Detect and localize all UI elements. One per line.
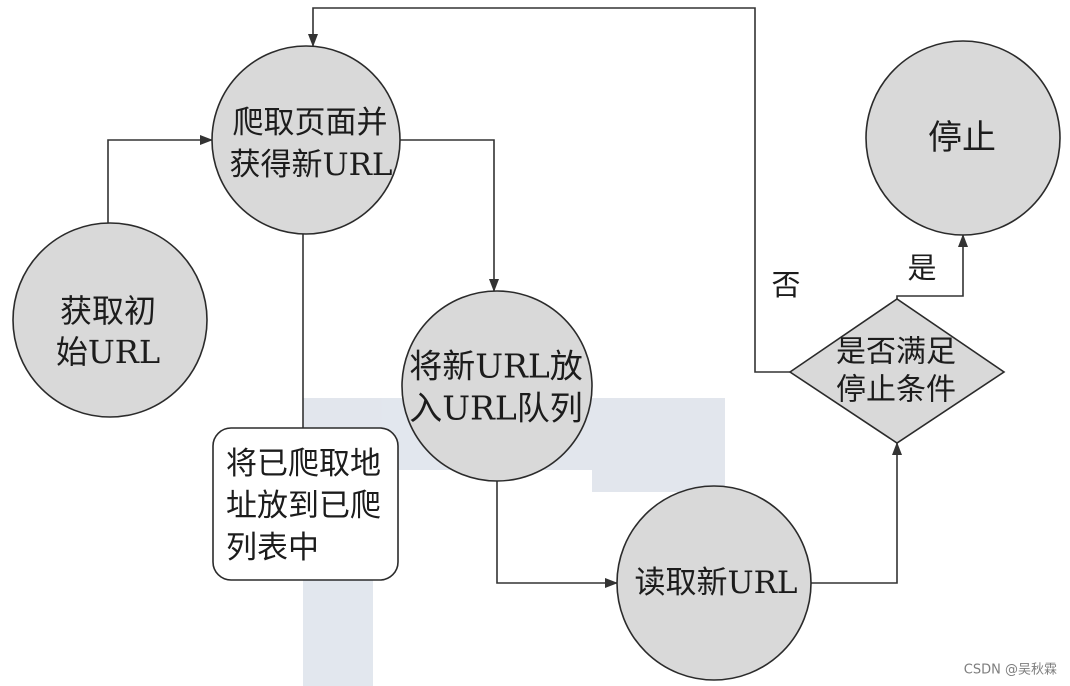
node-record-crawled-box bbox=[212, 427, 399, 581]
node-crawl-page-circle bbox=[211, 45, 401, 235]
credit-watermark: CSDN @吴秋霖 bbox=[964, 663, 1057, 678]
node-enqueue-url-label-line-2: 入URL队列 bbox=[409, 389, 583, 428]
node-read-new-url-label: 读取新URL bbox=[634, 565, 797, 601]
node-crawl-page-label-line-1: 爬取页面并 bbox=[233, 105, 388, 141]
arrow-check-yes-to-stop bbox=[896, 234, 968, 299]
node-crawl-page: 爬取页面并 获得新URL bbox=[211, 45, 401, 235]
node-enqueue-url-label-line-1: 将新URL放 bbox=[409, 347, 583, 386]
node-get-initial-url-label-line-1: 获取初 bbox=[60, 292, 156, 330]
watermark-logo-right-block bbox=[592, 470, 725, 492]
arrow-initial-to-crawl bbox=[107, 135, 213, 223]
node-get-initial-url: 获取初 始URL bbox=[12, 222, 208, 418]
node-check-stop-label-line-2: 停止条件 bbox=[836, 373, 956, 408]
node-stop-label: 停止 bbox=[928, 118, 996, 158]
node-record-crawled-label-line-2: 址放到已爬 bbox=[226, 488, 381, 524]
node-enqueue-url: 将新URL放 入URL队列 bbox=[401, 290, 593, 482]
node-check-stop-diamond bbox=[788, 298, 1006, 444]
node-check-stop-label-line-1: 是否满足 bbox=[836, 335, 956, 370]
arrow-check-no-to-crawl bbox=[308, 7, 790, 373]
node-enqueue-url-circle bbox=[401, 290, 593, 482]
node-stop: 停止 bbox=[865, 40, 1061, 236]
node-read-new-url: 读取新URL bbox=[616, 485, 812, 681]
node-stop-circle bbox=[865, 40, 1061, 236]
node-record-crawled-label-line-3: 列表中 bbox=[226, 530, 319, 566]
arrow-enqueue-to-read bbox=[496, 481, 618, 588]
node-get-initial-url-circle bbox=[12, 222, 208, 418]
node-record-crawled-label-line-1: 将已爬取地 bbox=[226, 446, 381, 482]
connectors bbox=[107, 7, 968, 588]
arrow-crawl-to-enqueue bbox=[400, 139, 499, 292]
node-crawl-page-label-line-2: 获得新URL bbox=[229, 147, 392, 183]
edge-label-yes: 是 bbox=[907, 251, 936, 285]
node-record-crawled: 将已爬取地 址放到已爬 列表中 bbox=[212, 427, 399, 581]
arrow-read-to-check bbox=[811, 442, 902, 584]
node-get-initial-url-label-line-2: 始URL bbox=[56, 333, 160, 371]
node-read-new-url-circle bbox=[616, 485, 812, 681]
node-check-stop: 是否满足 停止条件 bbox=[788, 298, 1006, 444]
edge-label-no: 否 bbox=[771, 268, 800, 302]
